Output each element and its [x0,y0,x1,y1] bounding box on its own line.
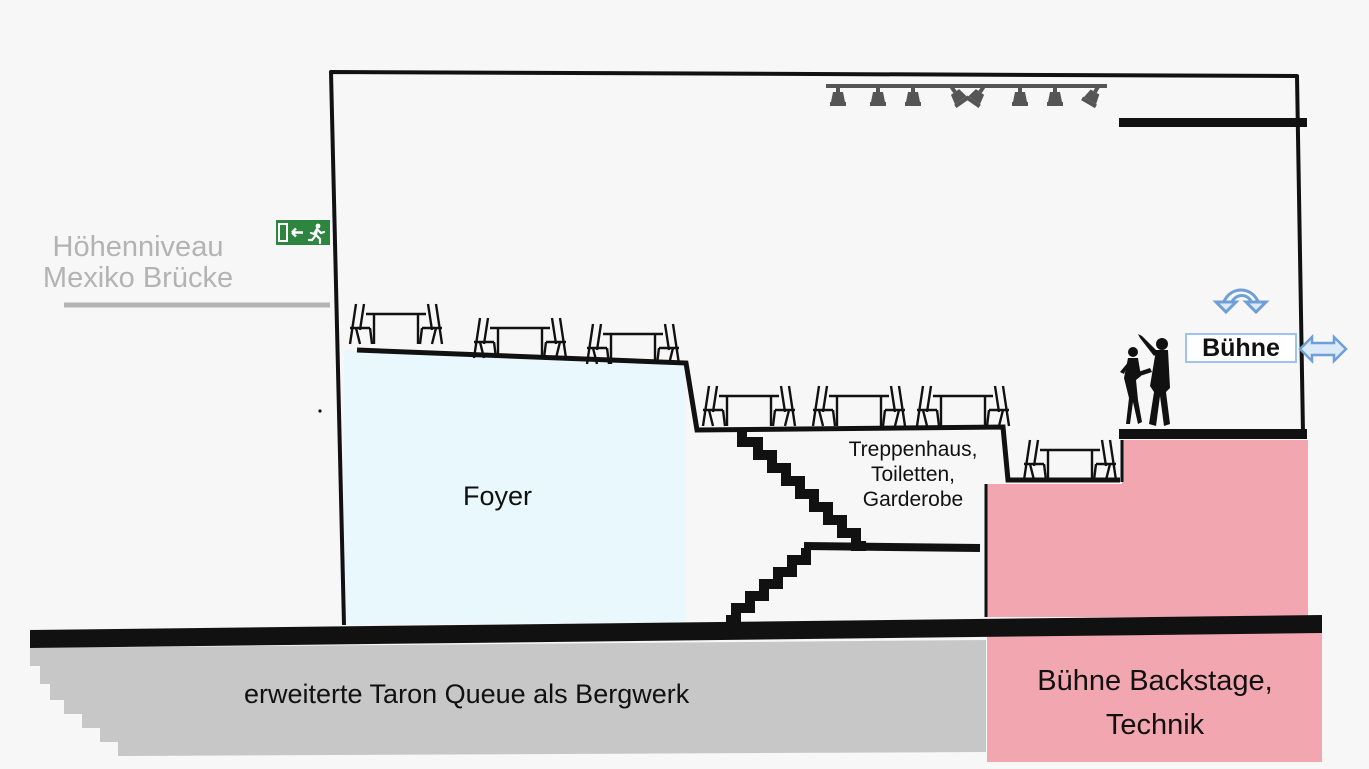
spotlight-icon [1012,86,1028,106]
stage-label[interactable]: Bühne [1185,333,1297,363]
foyer-area [344,350,686,625]
table-chairs-icon [1022,439,1118,481]
table-chairs-icon [915,385,1011,427]
stage-edge [984,440,1124,617]
queue-label: erweiterte Taron Queue als Bergwerk [244,679,690,709]
mark-dot [318,409,322,413]
rotate-arrows-icon[interactable] [1212,288,1270,315]
dancing-couple-icon [1120,334,1170,426]
foyer-label: Foyer [463,481,533,511]
table-chairs-icon [472,317,568,359]
stairwell-label: Treppenhaus, Toiletten, Garderobe [848,438,978,511]
stairs-lower [726,548,811,625]
table-chairs-icon [701,385,797,427]
spotlight-icon [830,86,846,106]
table-chairs-icon [348,303,444,345]
spotlight-icon [870,86,886,106]
rigging-bar [1119,118,1307,127]
stairs-upper [737,432,866,551]
stairs-landing [803,542,981,552]
table-chairs-icon [585,323,681,365]
stage-floor-bar [1119,429,1307,439]
table-chairs-icon [811,385,907,427]
backstage-area [987,628,1322,762]
emergency-exit-icon[interactable] [276,220,330,245]
spotlight-icon [905,86,921,106]
table-group [348,303,1118,481]
building-outline [329,70,1305,626]
spotlight-icon [965,85,986,109]
gallery-floor [356,347,1120,483]
spotlight-icon [1081,85,1100,109]
backstage-label: Bühne Backstage, Technik [1037,665,1273,741]
bridge-level-label: Höhenniveau Mexiko Brücke [42,231,234,294]
spotlight-icon [1047,86,1063,106]
move-horizontal-arrows-icon[interactable] [1298,333,1348,365]
queue-area [30,640,986,756]
spotlight-rig [826,84,1107,109]
stage-block [986,440,1308,617]
ground-slab [30,615,1322,648]
